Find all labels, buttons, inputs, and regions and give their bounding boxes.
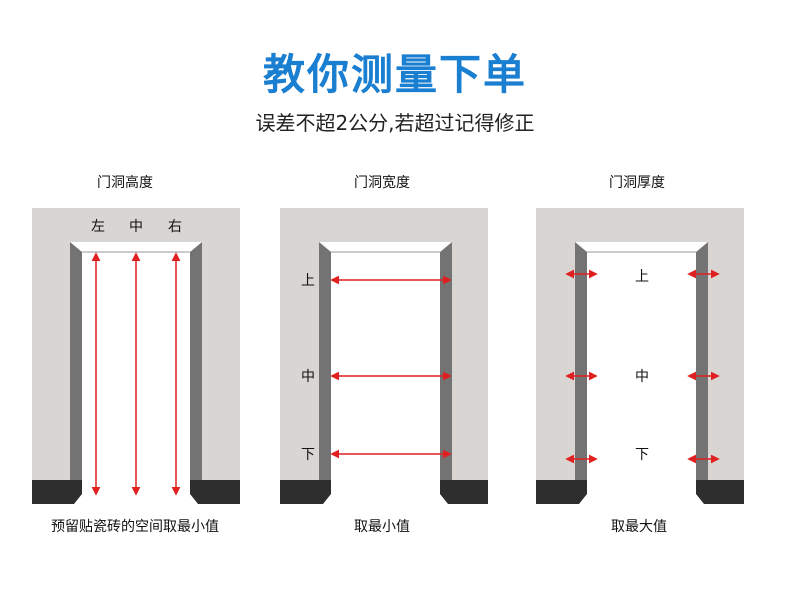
label-left: 左 [91, 219, 105, 235]
label-bottom: 下 [301, 447, 315, 463]
floor-right [696, 480, 744, 504]
label-bottom: 下 [635, 447, 649, 463]
label-middle: 中 [301, 369, 315, 385]
left-jamb [575, 242, 587, 482]
page-subtitle: 误差不超2公分,若超过记得修正 [255, 111, 535, 135]
panel-title-width: 门洞宽度 [354, 175, 410, 191]
panel-title-height: 门洞高度 [97, 175, 153, 191]
label-top: 上 [635, 269, 649, 285]
door-opening [319, 242, 452, 504]
right-jamb [190, 242, 202, 482]
label-middle: 中 [129, 219, 143, 235]
label-middle: 中 [635, 369, 649, 385]
caption-width: 取最小值 [354, 519, 410, 535]
floor-left [536, 480, 587, 504]
floor-right [190, 480, 240, 504]
label-top: 上 [301, 273, 315, 289]
left-jamb [319, 242, 331, 482]
caption-depth: 取最大值 [611, 519, 667, 535]
label-right: 右 [168, 219, 182, 235]
panel-title-depth: 门洞厚度 [609, 175, 665, 191]
floor-right [440, 480, 488, 504]
door-width-diagram: 上 中 下 [280, 208, 488, 504]
page-title: 教你测量下单 [262, 50, 527, 99]
left-jamb [70, 242, 82, 482]
right-jamb [440, 242, 452, 482]
door-depth-diagram: 上 中 下 [536, 208, 744, 504]
floor-left [32, 480, 82, 504]
door-height-diagram: 左 中 右 [32, 208, 240, 504]
caption-height: 预留贴瓷砖的空间取最小值 [51, 519, 219, 535]
floor-left [280, 480, 331, 504]
right-jamb [696, 242, 708, 482]
